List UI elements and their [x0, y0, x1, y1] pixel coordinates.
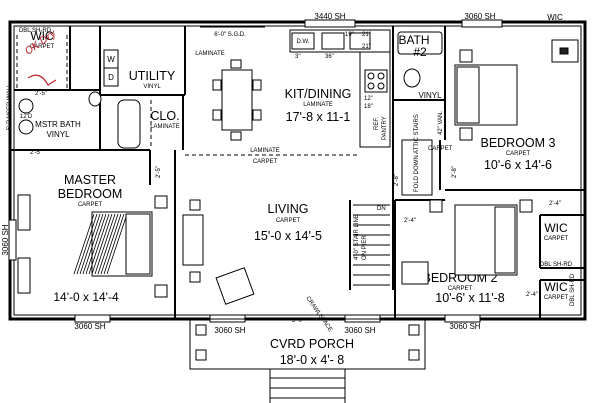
living-name: LIVING — [268, 202, 309, 216]
wic-master-shelf: DBL SH-RD — [19, 28, 52, 34]
porch-size: 18'-0 x 4'- 8 — [280, 353, 345, 367]
bed3-hall: CARPET — [428, 146, 453, 152]
wic-master-finish: CARPET — [30, 44, 55, 50]
master-bath-dim2: 2'-5" — [30, 150, 42, 156]
master-bath-wall: 5' RAISED WALL — [7, 83, 13, 130]
bath2-vanity: 42" VAN. — [438, 111, 444, 135]
window-label-left: 3060 SH — [1, 224, 10, 255]
closet-name: CLO. — [150, 109, 179, 123]
living-trans: LAMINATE — [250, 148, 280, 154]
kitchen-laminate: LAMINATE — [195, 51, 225, 57]
kitchen-dim5: 36" — [325, 54, 334, 60]
bath2-num: #2 — [413, 45, 427, 59]
master-bath-dim1: 2'-5" — [35, 91, 47, 97]
master-bath-name: MSTR BATH — [35, 120, 81, 129]
wic-bed3-name: WIC — [544, 280, 568, 294]
master-bed-hatch — [73, 213, 128, 275]
kitchen-door: 6'-0" S.G.D. — [214, 32, 246, 38]
master-name: MASTER — [64, 173, 116, 187]
bed3-bed — [454, 39, 579, 141]
kitchen-dim2: 21" — [362, 44, 371, 50]
wic-bed2-shelf: DBL SH-RD — [540, 262, 573, 268]
dining-table — [212, 59, 262, 141]
porch-door-width: 3'-0" — [292, 318, 304, 324]
window-label-living-bottom: 3060 SH — [214, 326, 245, 335]
window-label-bed3: 3060 SH — [464, 12, 495, 21]
stair-label2: ON PIER — [362, 235, 368, 260]
attic-stairs: FOLD DOWN ATTIC STAIRS — [414, 114, 420, 192]
living-finish: CARPET — [276, 218, 301, 224]
living-trans2: CARPET — [253, 159, 278, 165]
porch-crawl: CRAWLSPACE — [304, 296, 333, 333]
porch — [189, 318, 426, 403]
kitchen-ref: REF. — [374, 117, 380, 130]
kitchen-dim6: 12" — [364, 96, 373, 102]
kitchen-name: KIT/DINING — [285, 87, 352, 101]
handwritten-annotation: OK Dry — [23, 28, 60, 86]
bed2-finish: CARPET — [448, 286, 473, 292]
utility-d: D — [108, 73, 114, 82]
wic-bed3-corner: WIC — [547, 13, 563, 22]
master-bath-fixtures — [18, 91, 141, 149]
bed3-door: 2'-8" — [452, 166, 458, 178]
master-door: 2'-5" — [156, 166, 162, 178]
master-size: 14'-0 x 14'-4 — [53, 290, 119, 304]
window-label-kitchen: 3440 SH — [314, 12, 345, 21]
master-bath-tub: 12'D — [20, 114, 33, 120]
interior-walls — [10, 26, 585, 319]
wic-bed3-finish: CARPET — [544, 295, 569, 301]
window-label-master-bottom: 3060 SH — [74, 322, 105, 331]
living-furniture — [182, 199, 255, 305]
utility-w: W — [107, 55, 115, 64]
kitchen-dim4: 3" — [295, 54, 300, 60]
living-size: 15'-0 x 14'-5 — [254, 229, 322, 243]
bed2-door: 2'-8" — [394, 174, 400, 186]
window-label-bed2-bottom: 3060 SH — [449, 322, 480, 331]
bed2-size: 10'-6' x 11'-8 — [435, 291, 505, 305]
master-name2: BEDROOM — [58, 187, 123, 201]
wic-bed2-name: WIC — [544, 221, 568, 235]
closet-finish: LAMINATE — [150, 124, 180, 130]
kitchen-size: 17'-8 x 11-1 — [286, 110, 351, 124]
stairs-dim: 2'-4" — [404, 218, 416, 224]
bed3-name: BEDROOM 3 — [480, 136, 555, 150]
bath2-name: BATH — [398, 33, 429, 47]
kitchen-pantry: PANTRY — [382, 116, 388, 140]
master-finish: CARPET — [78, 202, 103, 208]
utility-finish: VINYL — [143, 84, 161, 90]
utility-name: UTILITY — [129, 69, 176, 83]
wic-bed2-dim: 2'-4" — [549, 201, 561, 207]
kitchen-dim1: 21" — [362, 32, 371, 38]
wic-bed3-dim: 2'-4" — [526, 292, 538, 298]
bath2-finish: VINYL — [418, 91, 442, 100]
kitchen-finish: LAMINATE — [303, 102, 333, 108]
wic-bed2-finish: CARPET — [544, 236, 569, 242]
bed3-finish: CARPET — [506, 151, 531, 157]
master-bath-finish: VINYL — [46, 130, 70, 139]
kitchen-dim3: 19" — [345, 32, 354, 38]
bed2-bed — [401, 199, 533, 285]
kitchen-dw: D.W. — [297, 39, 310, 45]
master-bed — [17, 194, 168, 298]
window-label-stair-bottom: 3060 SH — [344, 326, 375, 335]
bed3-size: 10'-6 x 14'-6 — [484, 158, 552, 172]
stairs — [353, 204, 390, 286]
kitchen-dim7: 18" — [364, 104, 373, 110]
wic-bed3-shelf: DBL SH-RD — [570, 273, 576, 306]
stair-label: 4'-0" STAIR LINE — [354, 214, 360, 260]
kitchen-counters — [289, 29, 391, 148]
wic-master-name: WIC — [30, 29, 54, 43]
porch-name: CVRD PORCH — [270, 337, 354, 351]
stair-dn: DN — [377, 206, 386, 212]
utility-fixtures — [103, 49, 119, 87]
